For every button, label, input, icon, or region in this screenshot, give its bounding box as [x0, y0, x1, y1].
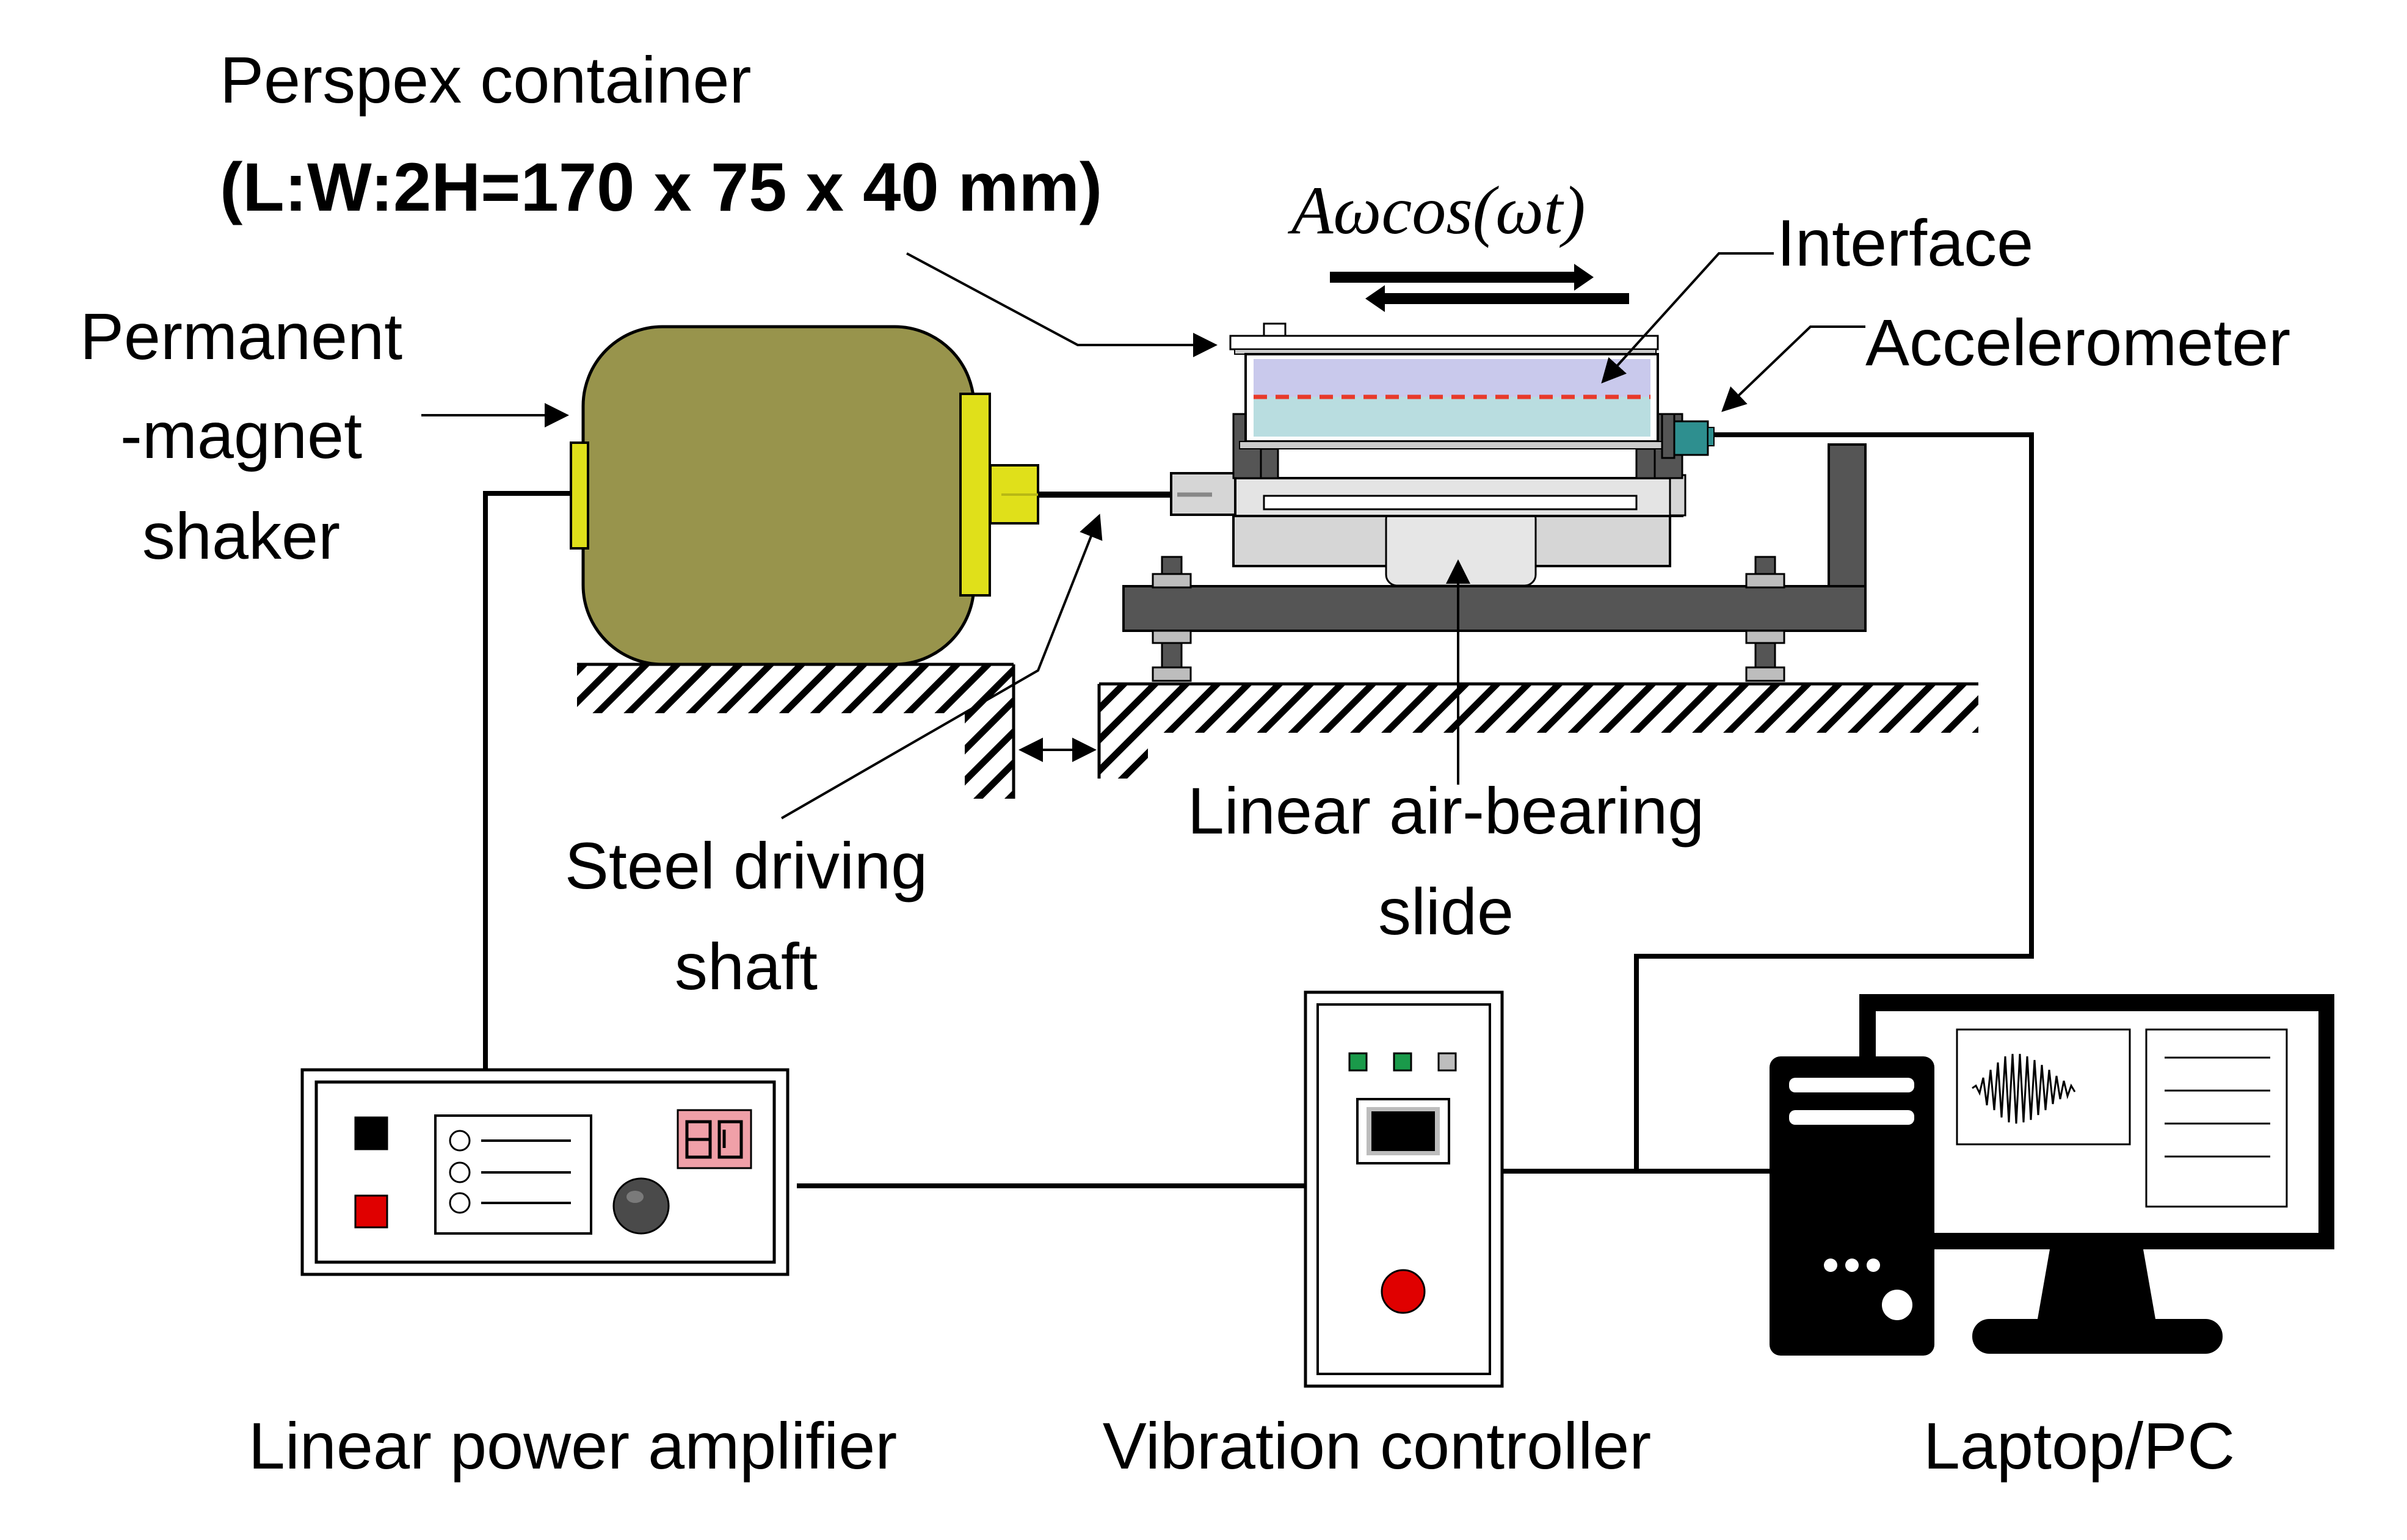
shaker-body: [581, 325, 976, 666]
slide-label-line1: Linear air-bearing: [1188, 774, 1705, 848]
shaker-label-line1: Permanent: [80, 299, 402, 373]
amp-black-button: [354, 1116, 388, 1150]
computer-monitor-icon: [1859, 994, 2334, 1354]
container-lid-knob: [1263, 322, 1287, 337]
slide-label-line2: slide: [1378, 874, 1514, 948]
perspex-container: [1229, 322, 1665, 449]
accelerometer-sensor: [1661, 413, 1715, 459]
text-labels: Perspex container (L:W:2H=170 x 75 x 40 …: [80, 43, 2290, 1483]
shaker-left-flange: [570, 441, 589, 550]
pc-label: Laptop/PC: [1923, 1409, 2235, 1483]
oscillation-waveform-icon: [1972, 1053, 2076, 1124]
shaker-label-line2: -magnet: [120, 398, 362, 472]
vibration-controller: [1304, 990, 1504, 1388]
frame-base: [1122, 585, 1867, 632]
slide-bearing-block: [1385, 507, 1537, 587]
shaft-label-line2: shaft: [675, 929, 818, 1003]
controller-stop-button: [1381, 1269, 1426, 1314]
permanent-magnet-shaker: [570, 325, 1039, 666]
liquid-upper-layer: [1254, 359, 1650, 397]
shaker-right-flange: [959, 393, 991, 597]
desktop-tower-icon: [1770, 1056, 1934, 1356]
seven-segment-display-icon: [677, 1109, 752, 1169]
liquid-lower-layer: [1254, 397, 1650, 437]
controller-label: Vibration controller: [1103, 1409, 1652, 1483]
container-lid: [1229, 335, 1659, 350]
accelerometer-label: Accelerometer: [1865, 305, 2290, 379]
leader-lines: [421, 252, 1865, 819]
control-knob-icon: [612, 1177, 670, 1235]
shaft-label-line1: Steel driving: [565, 829, 928, 903]
ground-left: [577, 663, 1015, 799]
interface-label: Interface: [1777, 206, 2033, 280]
linear-power-amplifier: [300, 1068, 790, 1276]
status-leds-icon: [1348, 1052, 1457, 1072]
excitation-label: Aωcos(ωt): [1287, 173, 1586, 249]
shaker-label-line3: shaker: [142, 499, 340, 573]
amp-red-button: [354, 1194, 388, 1229]
amplifier-label: Linear power amplifier: [249, 1409, 898, 1483]
bolt-left: [1152, 556, 1192, 682]
air-bearing-assembly: [1122, 413, 1867, 682]
bolt-right: [1745, 556, 1785, 682]
ground-right: [1097, 682, 1978, 779]
excitation-arrows: [1330, 264, 1629, 312]
desktop-pc: [1770, 994, 2334, 1356]
signal-cables: [483, 432, 2034, 1188]
container-dims-label: (L:W:2H=170 x 75 x 40 mm): [220, 149, 1102, 225]
container-title-label: Perspex container: [220, 43, 752, 117]
